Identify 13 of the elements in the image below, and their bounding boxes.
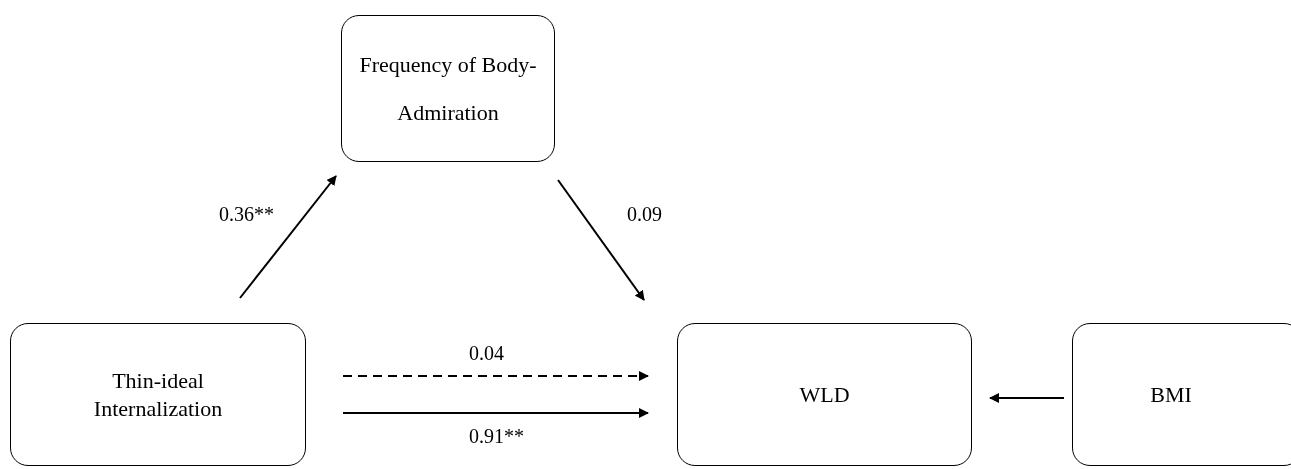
variable-label: WLD (799, 381, 850, 409)
variable-box (341, 15, 555, 162)
variable-box (677, 323, 972, 466)
arrow (342, 371, 649, 381)
variable-label: BMI (1150, 381, 1192, 409)
variable-label: Thin-ideal Internalization (92, 366, 224, 423)
arrow (989, 393, 1065, 403)
arrow (342, 408, 649, 418)
variable-box (1072, 323, 1291, 466)
variable-label: Frequency of Body-Admiration (358, 50, 538, 127)
arrow (557, 179, 645, 301)
variable-box (10, 323, 306, 466)
arrow (239, 175, 337, 299)
